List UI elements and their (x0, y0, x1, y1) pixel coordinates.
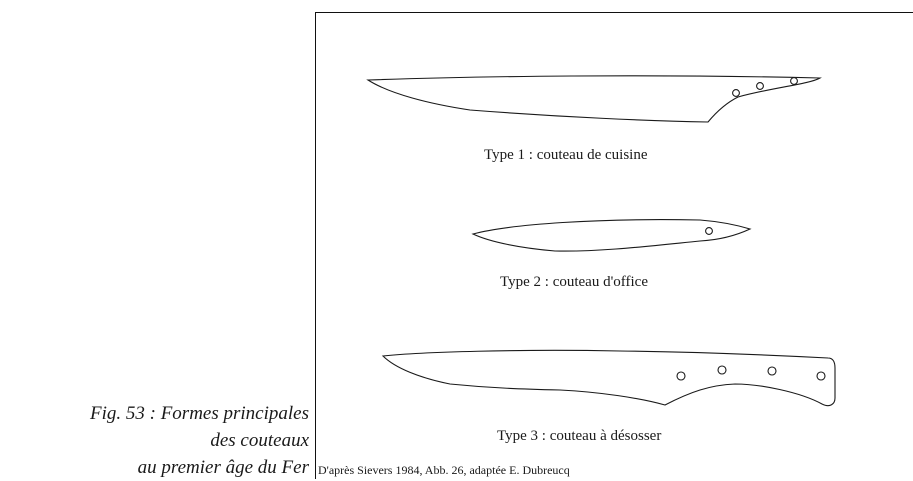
caption-line-3: au premier âge du Fer (137, 457, 309, 478)
knife-type-3-rivet (767, 366, 777, 376)
knife-type-1-label: Type 1 : couteau de cuisine (484, 147, 648, 163)
knife-type-2-rivet (705, 227, 713, 235)
caption-line-2: des couteaux (210, 430, 309, 451)
knife-type-3-rivet (676, 371, 686, 381)
knife-type-2 (471, 219, 752, 252)
knife-type-3 (381, 349, 836, 407)
caption-line-1: Fig. 53 : Formes principales (89, 403, 309, 424)
knife-type-1 (366, 75, 822, 123)
figure-caption: Fig. 53 : Formes principales des couteau… (90, 400, 309, 481)
knife-type-3-rivet (816, 371, 826, 381)
knife-type-3-outline (381, 349, 836, 407)
knife-type-1-rivet (790, 77, 798, 85)
figure-frame (315, 12, 913, 479)
source-credit: D'après Sievers 1984, Abb. 26, adaptée E… (318, 463, 570, 477)
knife-type-1-rivet (732, 89, 740, 97)
knife-type-1-outline (366, 75, 822, 123)
knife-type-2-label: Type 2 : couteau d'office (500, 274, 648, 290)
knife-type-1-rivet (756, 82, 764, 90)
knife-type-2-outline (471, 219, 752, 252)
knife-type-3-label: Type 3 : couteau à désosser (497, 428, 662, 444)
knife-type-3-rivet (717, 365, 727, 375)
